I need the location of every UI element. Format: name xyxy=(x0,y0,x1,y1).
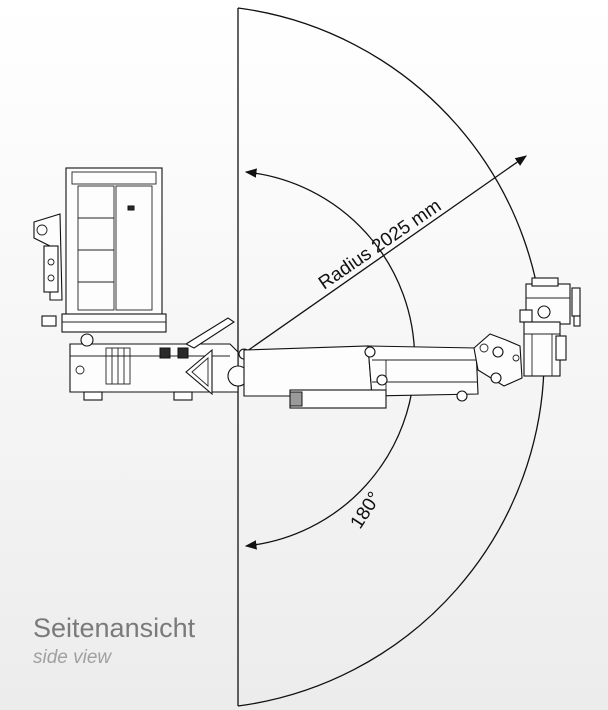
caption-title: Seitenansicht xyxy=(33,613,196,643)
radius-dimension-line xyxy=(239,155,527,357)
view-caption: Seitenansicht side view xyxy=(33,612,253,670)
machine-cabinet xyxy=(61,167,167,333)
elbow-linkage xyxy=(473,333,523,387)
radius-label: Radius 2025 mm xyxy=(315,195,445,294)
angle-label: 180° xyxy=(347,488,386,532)
side-bracket xyxy=(33,213,63,327)
end-effector-head xyxy=(519,277,581,377)
telescopic-arm xyxy=(243,345,479,409)
caption-subtitle: side view xyxy=(33,647,112,668)
